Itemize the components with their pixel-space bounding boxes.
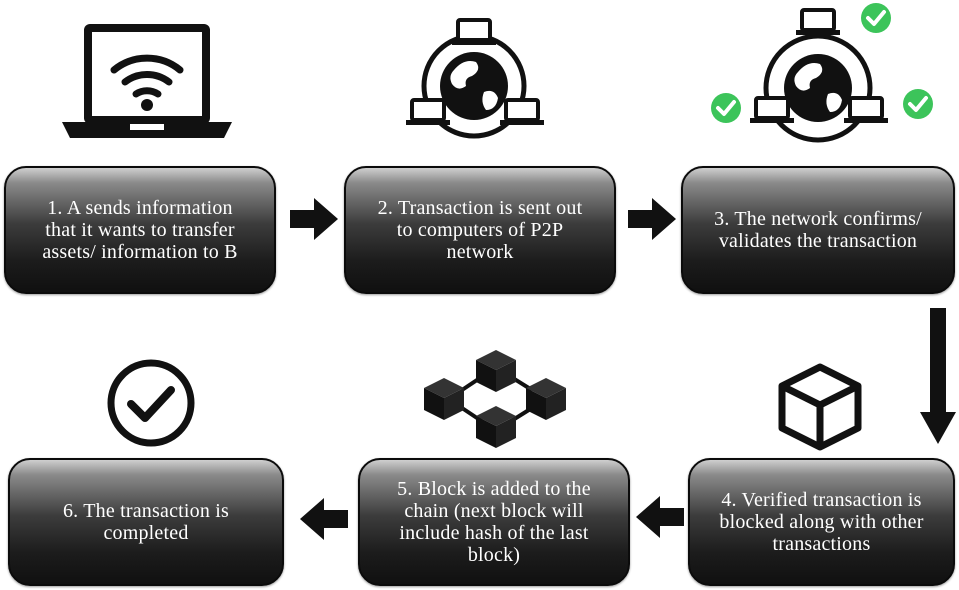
p2p-network-icon [406, 18, 544, 139]
check-badge-icon [903, 89, 933, 119]
step-6-box: 6. The transaction is completed [8, 458, 284, 586]
step-1-box: 1. A sends information that it wants to … [4, 166, 276, 294]
cube-icon [778, 363, 862, 451]
check-badge-icon [711, 93, 741, 123]
step-5-text: 5. Block is added to the chain (next blo… [397, 478, 591, 566]
check-badge-icon [861, 3, 891, 33]
step-2-text: 2. Transaction is sent out to computers … [377, 197, 583, 263]
step-4-text: 4. Verified transaction is blocked along… [719, 489, 924, 555]
step-3-text: 3. The network confirms/ validates the t… [714, 208, 922, 252]
step-2-box: 2. Transaction is sent out to computers … [344, 166, 616, 294]
step-4-box: 4. Verified transaction is blocked along… [688, 458, 955, 586]
arrow-down-icon [920, 308, 956, 444]
step-3-box: 3. The network confirms/ validates the t… [681, 166, 955, 294]
step-5-box: 5. Block is added to the chain (next blo… [358, 458, 630, 586]
arrow-left-icon [300, 498, 348, 540]
arrow-left-icon [636, 496, 684, 538]
blockchain-icon [424, 350, 566, 448]
arrow-right-icon [628, 198, 676, 240]
arrow-right-icon [290, 198, 338, 240]
step-1-text: 1. A sends information that it wants to … [42, 197, 238, 263]
validated-network-icon [711, 3, 933, 143]
check-circle-icon [107, 359, 195, 447]
laptop-wifi-icon [62, 24, 232, 138]
step-6-text: 6. The transaction is completed [62, 500, 230, 544]
